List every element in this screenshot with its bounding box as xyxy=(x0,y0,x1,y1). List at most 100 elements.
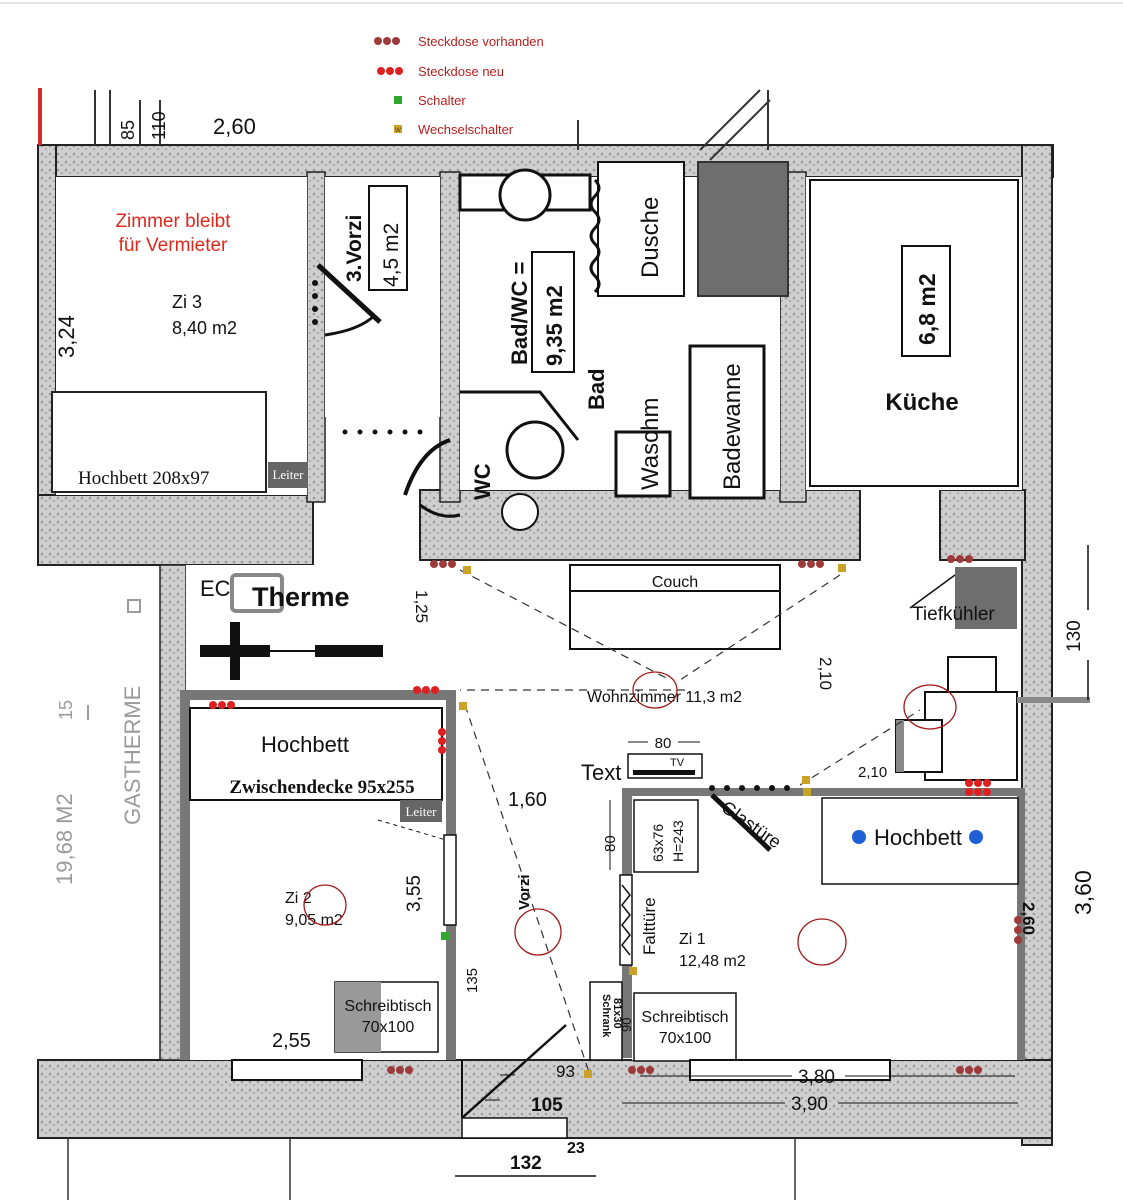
zi2-ladder xyxy=(400,800,442,822)
zi3-note-line1: Zimmer bleibt xyxy=(115,211,231,232)
legend-existing-socket-label: Steckdose vorhanden xyxy=(418,34,544,49)
room-zi1: 63x76 H=243 Glastüre Falttüre Hochbett Z… xyxy=(589,785,1025,1062)
zi2-name: Zi 2 xyxy=(285,890,312,907)
zi1-cabinet xyxy=(589,981,623,1061)
room-bad: Dusche Bad/WC = 9,35 m2 Bad Waschm Badew… xyxy=(403,161,789,531)
washer-label: Waschm xyxy=(637,398,664,490)
total-area-label: 19,68 M2 xyxy=(52,793,77,885)
dim-380: 3,80 xyxy=(798,1067,835,1088)
zi3-ladder xyxy=(268,462,308,488)
zi3-name: Zi 3 xyxy=(172,292,202,312)
wohnzimmer-label: Wohnzimmer 11,3 m2 xyxy=(587,689,742,706)
bottom-window-ledges xyxy=(231,1059,891,1081)
dim-23: 23 xyxy=(567,1140,585,1157)
dim-255: 2,55 xyxy=(272,1030,311,1052)
structural-walls xyxy=(37,144,1054,1146)
room-vorzi3: 3.Vorzi 4,5 m2 xyxy=(312,177,440,435)
room-vorzi: Vorzi xyxy=(461,874,568,1139)
bad-label: Bad xyxy=(584,368,609,410)
zi2-area: 9,05 m2 xyxy=(285,912,343,929)
tv-text-label: Text xyxy=(581,760,621,785)
window-top-right xyxy=(577,89,771,161)
room-wohnzimmer: Couch Wohnzimmer 11,3 m2 80 TV Text xyxy=(459,564,957,1076)
legend-switch-label: Schalter xyxy=(418,93,466,108)
new-sockets xyxy=(209,686,991,796)
zi2-ceiling-label: Zwischendecke 95x255 xyxy=(229,777,414,798)
dim-360: 3,60 xyxy=(1070,870,1096,915)
room-zi2: Hochbett Zwischendecke 95x255 Leiter Zi … xyxy=(180,690,457,1060)
zi2-bed xyxy=(189,707,443,801)
tv-width-label: 80 xyxy=(655,735,672,752)
zi1-wardrobe-line1: 63x76 xyxy=(650,824,666,862)
zi3-bed-label: Hochbett 208x97 xyxy=(78,468,209,489)
dim-135: 135 xyxy=(464,968,481,993)
bad-name: Bad/WC = xyxy=(507,262,532,365)
zi3-area: 8,40 m2 xyxy=(172,318,237,338)
dim-130: 130 xyxy=(1064,620,1085,652)
switches xyxy=(441,932,449,940)
tv-label: TV xyxy=(670,757,685,769)
therme-area: EC Therme xyxy=(186,565,446,690)
svg-text:EC: EC xyxy=(200,576,231,601)
bad-dark-block xyxy=(697,161,789,297)
bad-area: 9,35 m2 xyxy=(542,285,567,366)
zi3-height-dim: 3,24 xyxy=(54,315,79,358)
legend-two-way-switch-label: Wechselschalter xyxy=(418,122,514,137)
dim-355: 3,55 xyxy=(404,875,425,912)
zi1-desk-line2: 70x100 xyxy=(659,1030,712,1047)
therme-label: Therme xyxy=(252,582,350,612)
dim-125: 1,25 xyxy=(412,590,431,623)
dim-110: 110 xyxy=(149,111,169,140)
shower xyxy=(597,161,685,297)
legend: Steckdose vorhanden Steckdose neu Schalt… xyxy=(374,34,544,137)
vorzi-label: Vorzi xyxy=(516,874,533,910)
legend-new-socket-label: Steckdose neu xyxy=(418,64,504,79)
dim-90: 90 xyxy=(619,1018,634,1032)
svg-text:W: W xyxy=(395,128,401,134)
vorzi3-name: 3.Vorzi xyxy=(343,215,366,282)
legend-existing-socket-icon xyxy=(374,37,400,45)
tub-label: Badewanne xyxy=(719,363,746,490)
vorzi3-area: 4,5 m2 xyxy=(380,223,403,287)
dimension-labels: 85 110 2,60 1,25 2,10 2,10 1,60 3,55 135… xyxy=(118,111,1096,1177)
dim-85: 85 xyxy=(118,120,138,140)
zi1-bed-label: Hochbett xyxy=(874,825,962,850)
dim-15: 15 xyxy=(56,700,76,720)
legend-new-socket-icon xyxy=(377,67,403,75)
shower-label: Dusche xyxy=(637,197,664,278)
legend-switch-icon xyxy=(394,96,402,104)
room-kueche: 6,8 m2 Küche Tiefkühler xyxy=(806,177,1090,781)
dim-105: 105 xyxy=(531,1095,563,1116)
gastherme-label: GASTHERME xyxy=(120,686,145,825)
dim-210-small: 2,10 xyxy=(858,764,887,781)
zi1-desk-line1: Schreibtisch xyxy=(641,1009,728,1026)
two-way-switches xyxy=(459,564,846,1078)
window-top-left xyxy=(38,88,161,145)
zi1-wardrobe xyxy=(633,799,699,873)
dim-260-right: 2,60 xyxy=(1019,902,1038,935)
freezer-label: Tiefkühler xyxy=(912,604,995,625)
zi1-name: Zi 1 xyxy=(679,931,706,948)
zi1-desk xyxy=(633,992,737,1062)
zi2-bed-label: Hochbett xyxy=(261,732,349,757)
zi1-wardrobe-line2: H=243 xyxy=(670,820,686,862)
kueche-area: 6,8 m2 xyxy=(914,273,940,345)
freezer xyxy=(955,567,1017,629)
dim-210-right: 2,10 xyxy=(816,657,835,690)
zi1-folding-door-label: Falttüre xyxy=(640,897,659,955)
wc-label: WC xyxy=(470,463,495,500)
zi1-area: 12,48 m2 xyxy=(679,953,746,970)
washing-machine xyxy=(614,430,672,498)
room-zi3: Zimmer bleibt für Vermieter Zi 3 8,40 m2… xyxy=(51,177,308,495)
existing-sockets xyxy=(387,555,1022,1074)
left-side-labels: GASTHERME 19,68 M2 15 xyxy=(52,599,145,885)
zi3-bed xyxy=(51,391,267,493)
couch-label: Couch xyxy=(652,574,698,591)
zi3-note-line2: für Vermieter xyxy=(119,235,228,256)
zi1-cabinet-line1: Schrank xyxy=(600,994,612,1038)
dim-160: 1,60 xyxy=(508,789,547,811)
zi2-ladder-label: Leiter xyxy=(405,804,437,819)
kueche-name: Küche xyxy=(885,389,958,416)
legend-two-way-switch-icon xyxy=(394,125,402,133)
